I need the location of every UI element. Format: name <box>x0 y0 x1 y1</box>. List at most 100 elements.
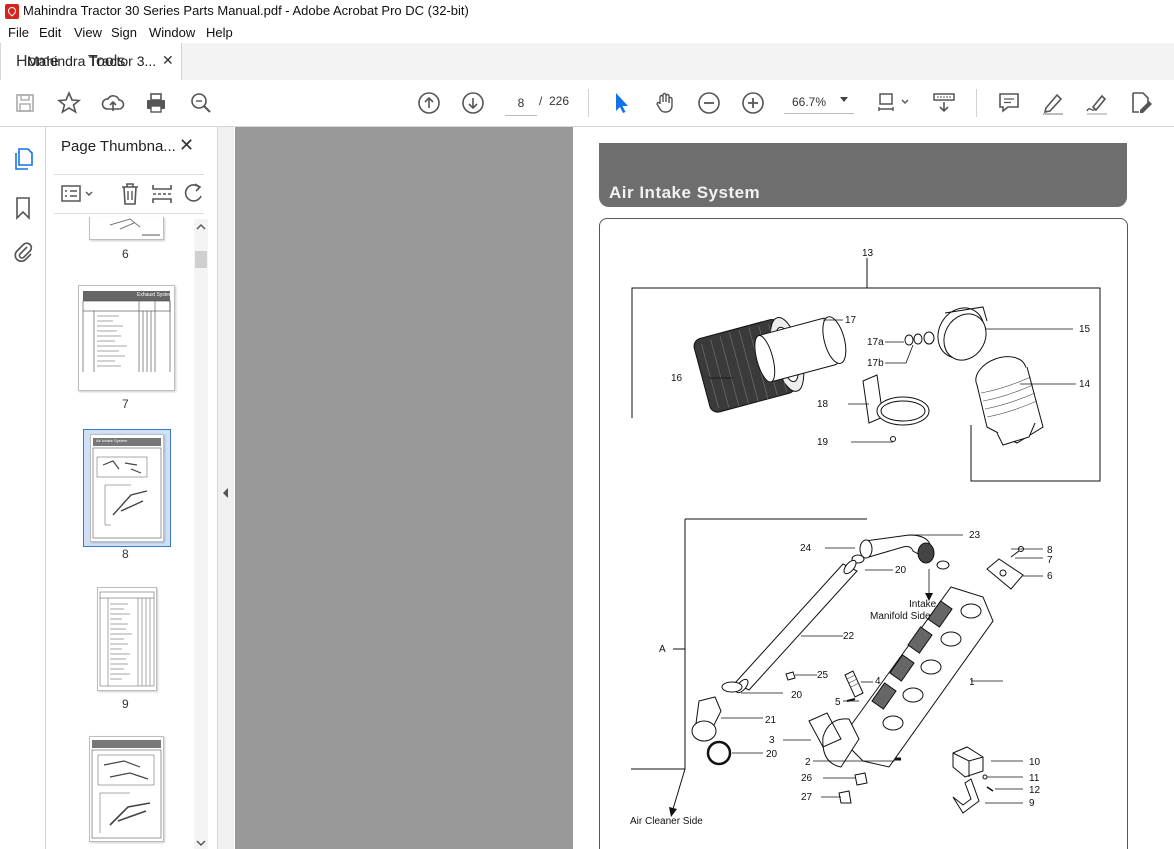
menu-view[interactable]: View <box>74 25 102 40</box>
attachment-icon[interactable] <box>12 239 34 265</box>
title-bar: Mahindra Tractor 30 Series Parts Manual.… <box>0 0 1174 23</box>
tab-close-icon[interactable]: ✕ <box>162 52 174 68</box>
collapse-panel-icon[interactable] <box>222 487 230 499</box>
page-thumbnail-8-selected[interactable]: Air Intake System <box>83 429 171 547</box>
thumbnail-options-icon[interactable] <box>60 182 96 206</box>
heater-relay-box <box>952 746 984 778</box>
previous-page-icon[interactable] <box>416 90 442 116</box>
upper-bracket <box>631 258 1101 482</box>
page-thumbnail-10[interactable] <box>89 736 164 842</box>
callout-25: 25 <box>817 670 829 681</box>
callout-20-lower: 20 <box>766 749 778 760</box>
page-thumbnail-9[interactable] <box>97 587 157 691</box>
scroll-up-icon[interactable] <box>196 223 206 231</box>
tab-bar: Home Tools Mahindra Tractor 3... ✕ <box>0 43 1174 81</box>
callout-12: 12 <box>1029 785 1041 796</box>
tab-home[interactable]: Home <box>16 53 59 70</box>
intake-pipe <box>734 559 858 694</box>
bookmark-icon[interactable] <box>12 195 34 221</box>
tab-tools[interactable]: Tools <box>88 53 126 70</box>
callout-11: 11 <box>1029 773 1040 784</box>
page-label-8: 8 <box>122 547 129 561</box>
thumbnail-scrollbar[interactable] <box>194 219 208 849</box>
parts-diagram: 13 17 17a 17b 15 16 14 18 19 23 24 20 8 … <box>630 248 1101 827</box>
tab-document-label: Mahindra Tractor 3... <box>27 53 157 69</box>
lower-elbow-hose <box>691 696 722 742</box>
thumbnail-7-header: Exhaust System <box>137 292 174 298</box>
window-title: Mahindra Tractor 30 Series Parts Manual.… <box>23 3 469 18</box>
elbow-hose <box>859 534 935 564</box>
air-cleaner-cover <box>937 306 988 361</box>
cloud-upload-icon[interactable] <box>100 90 126 116</box>
nut-part-27 <box>838 790 852 804</box>
page-fit-icon[interactable] <box>876 90 912 116</box>
menu-edit[interactable]: Edit <box>39 25 62 40</box>
manifold-gasket <box>808 712 842 748</box>
callout-23: 23 <box>969 530 981 541</box>
save-icon[interactable] <box>12 90 38 116</box>
callout-27: 27 <box>801 792 813 803</box>
acrobat-icon <box>5 4 19 19</box>
star-icon[interactable] <box>56 90 82 116</box>
nut-part-26 <box>854 772 868 786</box>
callout-13: 13 <box>862 248 874 259</box>
section-title: Air Intake System <box>609 183 761 202</box>
menu-file[interactable]: File <box>8 25 29 40</box>
menu-help[interactable]: Help <box>206 25 233 40</box>
select-cursor-icon[interactable] <box>608 90 634 116</box>
heater-plug <box>844 670 864 698</box>
zoom-in-icon[interactable] <box>740 90 766 116</box>
callout-14: 14 <box>1079 379 1091 390</box>
pdf-page: Air Intake System <box>573 127 1174 849</box>
page-label-7: 7 <box>122 397 129 411</box>
callout-10: 10 <box>1029 757 1041 768</box>
relay-bracket <box>952 778 980 814</box>
zoom-search-icon[interactable] <box>188 90 214 116</box>
scrollbar-thumb[interactable] <box>195 251 207 268</box>
close-panel-icon[interactable]: ✕ <box>179 135 195 155</box>
page-label-6: 6 <box>122 247 129 261</box>
total-pages: 226 <box>549 94 570 108</box>
tab-document[interactable]: Mahindra Tractor 3... ✕ <box>0 43 182 80</box>
callout-5: 5 <box>835 697 841 708</box>
callout-17: 17 <box>845 315 857 326</box>
thumbnail-8-header: Air Intake System <box>96 438 128 443</box>
cover-plate <box>986 546 1024 590</box>
hand-tool-icon[interactable] <box>652 90 678 116</box>
delete-page-icon[interactable] <box>118 181 142 207</box>
page-label-9: 9 <box>122 697 129 711</box>
page-number-input[interactable] <box>505 91 537 116</box>
menu-window[interactable]: Window <box>149 25 196 40</box>
print-icon[interactable] <box>143 90 169 116</box>
page-thumbnails-icon[interactable] <box>11 147 35 173</box>
next-page-icon[interactable] <box>460 90 486 116</box>
toolbar-divider <box>976 89 977 117</box>
plug-part <box>785 671 796 681</box>
scroll-down-icon[interactable] <box>196 839 206 847</box>
sign-icon[interactable] <box>1084 90 1110 116</box>
wing-nut-parts <box>904 331 935 346</box>
extract-pages-icon[interactable] <box>150 181 174 207</box>
document-viewer[interactable]: Air Intake System <box>235 127 1174 849</box>
callout-16: 16 <box>671 373 683 384</box>
zoom-out-icon[interactable] <box>696 90 722 116</box>
callout-3: 3 <box>769 735 775 746</box>
hose-clamp-lower <box>706 740 732 766</box>
thumbnail-toolbar <box>54 174 204 214</box>
rotate-page-icon[interactable] <box>182 181 206 207</box>
intake-manifold <box>822 586 994 768</box>
comment-icon[interactable] <box>996 90 1022 116</box>
thumbnail-panel: Page Thumbna... ✕ 6 Exhaust System 7 <box>46 127 218 849</box>
edit-pdf-icon[interactable] <box>1128 90 1154 116</box>
page-thumbnail-6[interactable] <box>89 217 164 240</box>
upper-leader-lines <box>708 319 1076 443</box>
zoom-level-select[interactable]: 66.7% <box>784 91 854 114</box>
menu-sign[interactable]: Sign <box>111 25 138 40</box>
left-nav-rail <box>0 127 46 849</box>
page-thumbnail-7[interactable]: Exhaust System <box>78 285 175 391</box>
panel-splitter[interactable] <box>218 127 234 849</box>
scroll-mode-icon[interactable] <box>931 90 957 116</box>
highlight-pen-icon[interactable] <box>1040 90 1066 116</box>
page-separator: / <box>539 94 543 108</box>
pipe-clamp <box>721 681 743 693</box>
